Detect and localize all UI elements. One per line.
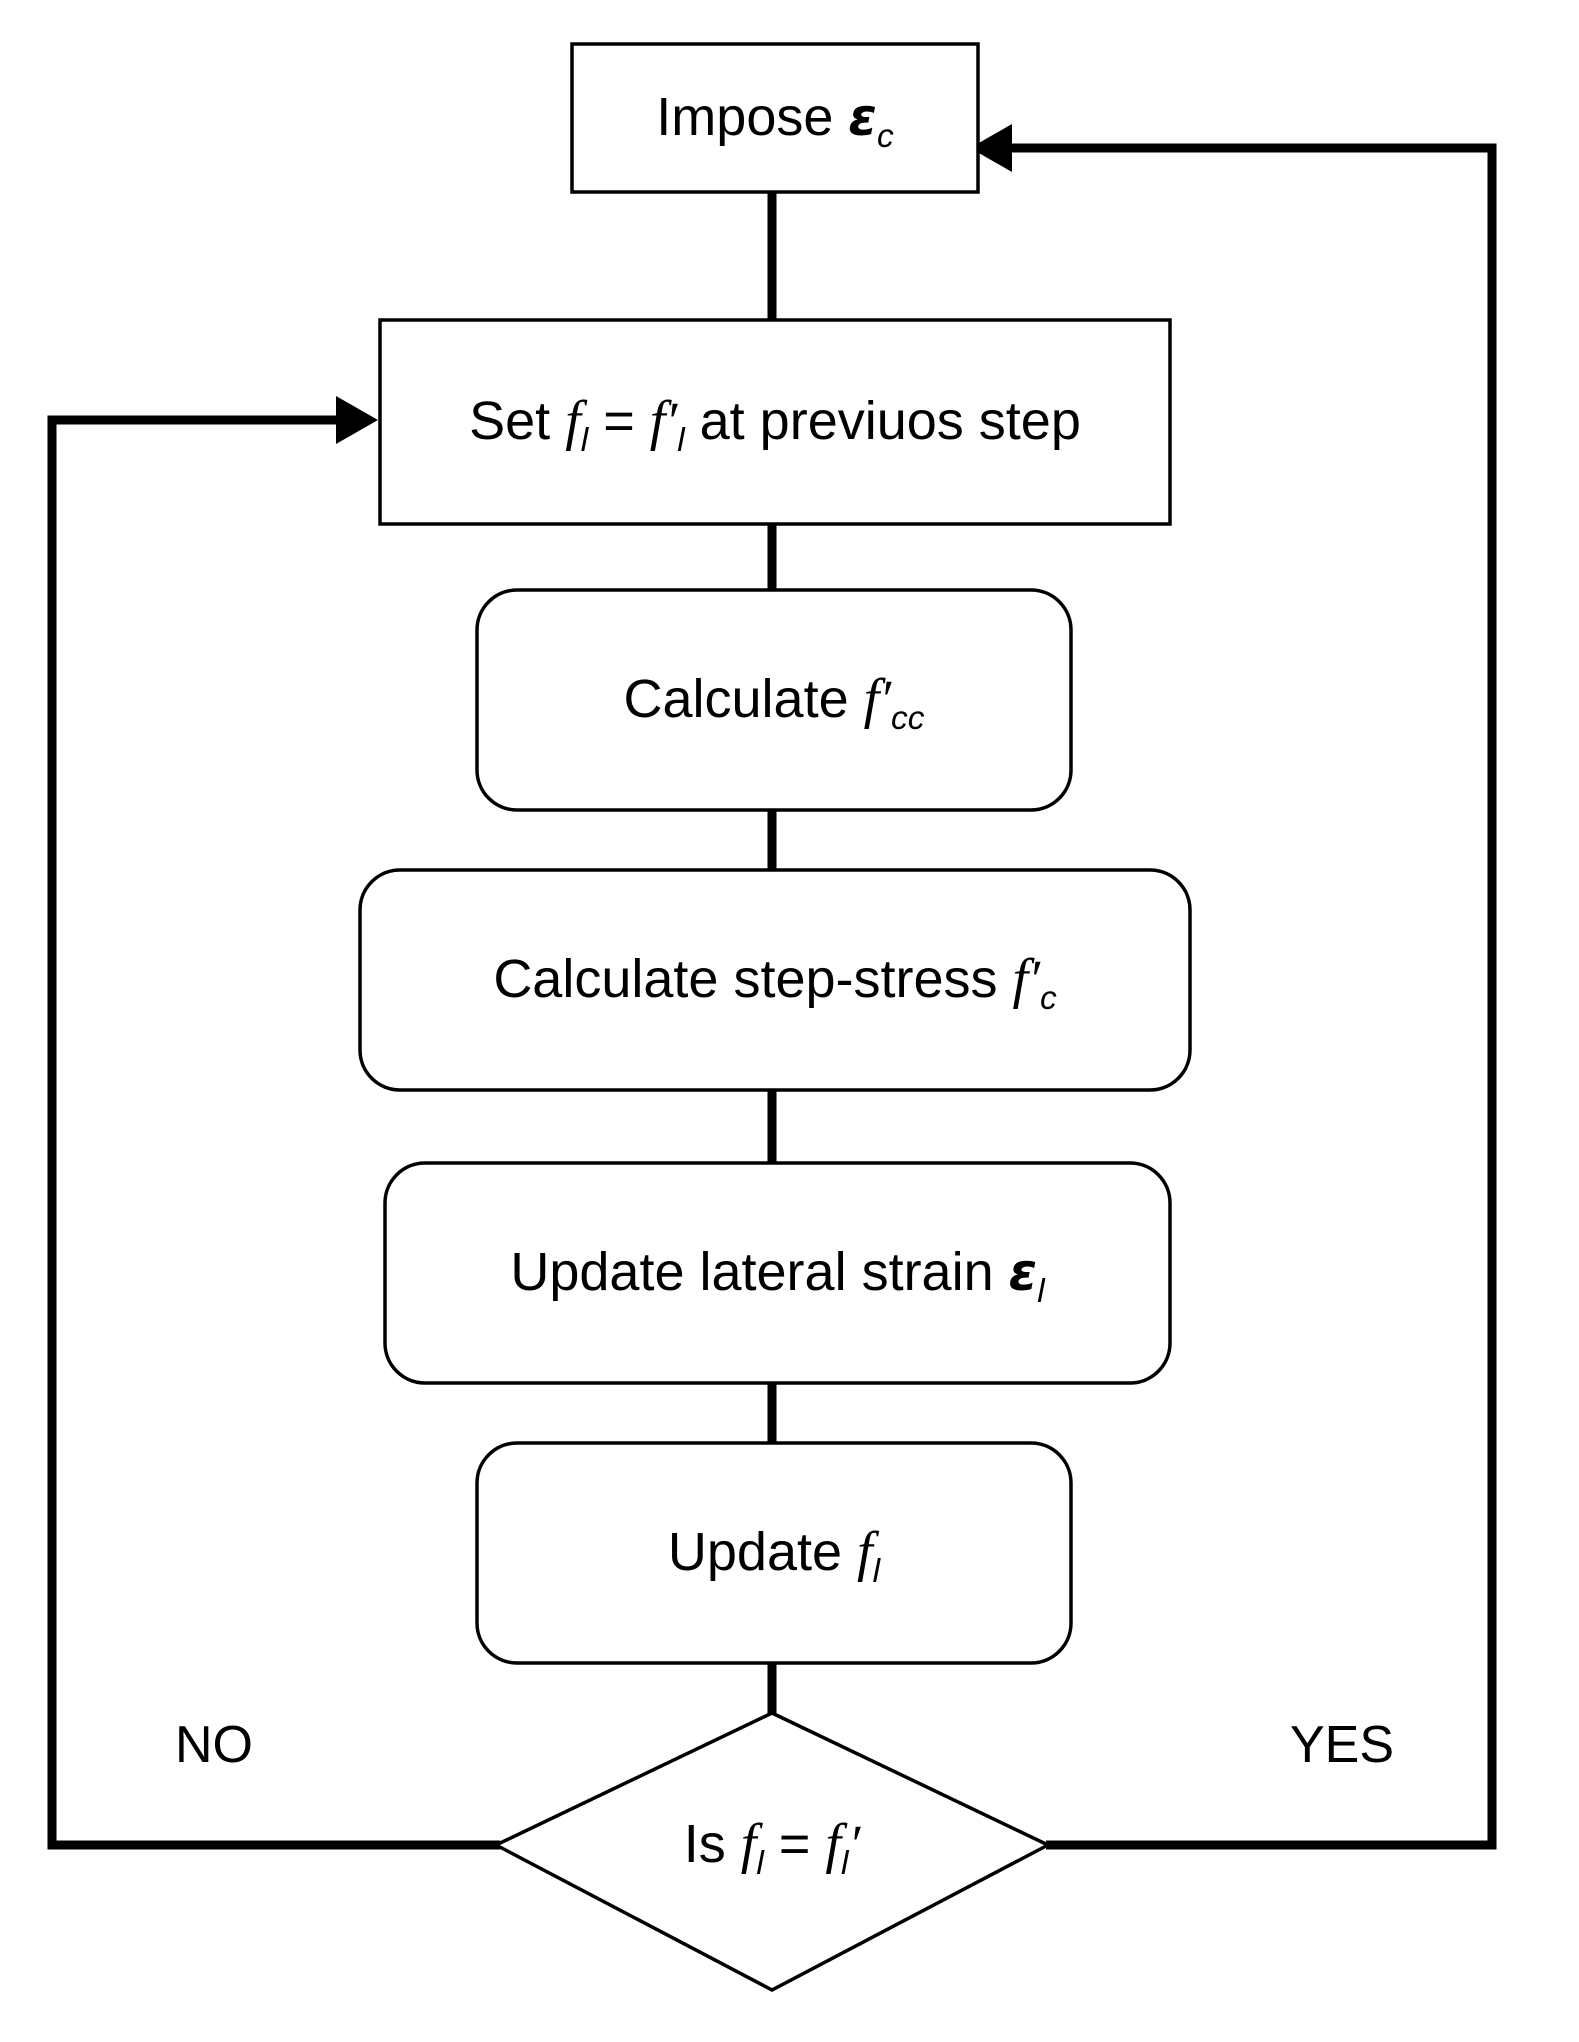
- node-impose-strain[interactable]: [570, 42, 980, 194]
- edge-yes-loop: [1008, 143, 1497, 1850]
- node-calculate-fcc[interactable]: [475, 588, 1073, 812]
- edge-no-loop: [47, 415, 500, 1850]
- node-calculate-step-stress[interactable]: [358, 868, 1192, 1092]
- node-update-lateral-strain[interactable]: [383, 1161, 1172, 1385]
- arrowhead-yes-loop: [970, 124, 1012, 172]
- node-decision-is-fl-equal[interactable]: [492, 1711, 1052, 1992]
- branch-label-yes: YES: [1290, 1716, 1395, 1774]
- node-update-fl[interactable]: [475, 1441, 1073, 1665]
- branch-label-no: NO: [175, 1716, 253, 1774]
- node-set-fl[interactable]: [378, 318, 1172, 526]
- arrowhead-no-loop: [336, 396, 378, 444]
